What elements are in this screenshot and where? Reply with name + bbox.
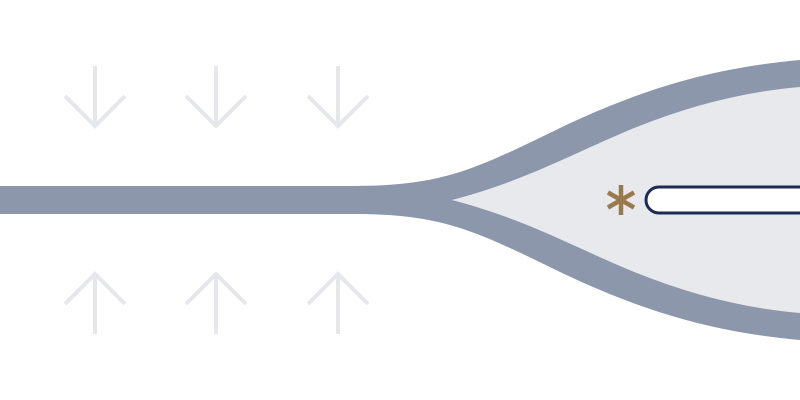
arrow-up-icon [184, 271, 248, 334]
pressure-arrows-bottom [63, 271, 370, 334]
arrow-down-icon [306, 66, 370, 129]
arrow-down-icon [63, 66, 127, 129]
channel-wall [0, 60, 800, 340]
channel-opening [452, 87, 800, 313]
slot-rod [644, 185, 800, 215]
asterisk-icon [606, 185, 636, 215]
arrow-up-icon [63, 271, 127, 334]
pressure-arrows-top [63, 66, 370, 129]
arrow-up-icon [306, 271, 370, 334]
arrow-down-icon [184, 66, 248, 129]
